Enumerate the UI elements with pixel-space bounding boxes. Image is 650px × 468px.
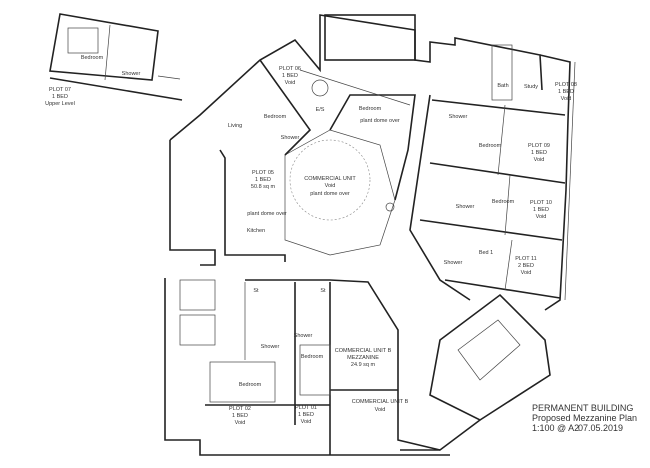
plot07-bedroom-label: Bedroom <box>81 55 104 61</box>
plot06-bedroom-label: Bedroom <box>359 106 382 112</box>
lower-block-walls <box>164 278 450 456</box>
plot11-status: Void <box>521 270 532 276</box>
plot11-beds: 2 BED <box>518 263 534 269</box>
commercial-unit-title: COMMERCIAL UNIT <box>304 176 356 182</box>
plot05-area: 50.8 sq m <box>251 184 276 190</box>
plot10-title: PLOT 10 <box>530 200 552 206</box>
plot11-shower-label: Shower <box>444 260 463 266</box>
plot05-beds: 1 BED <box>255 177 271 183</box>
plot01-title: PLOT 01 <box>295 405 317 411</box>
title-block-date: 07.05.2019 <box>578 423 623 433</box>
plot07-title: PLOT 07 <box>49 87 71 93</box>
plot02-beds: 1 BED <box>232 413 248 419</box>
plot08-study-label: Study <box>524 84 538 90</box>
plot07-level: Upper Level <box>45 101 75 107</box>
commercial-unit-b-mezz-line1: COMMERCIAL UNIT B <box>335 348 392 354</box>
title-block-line2: Proposed Mezzanine Plan <box>532 413 637 423</box>
plot05-title: PLOT 05 <box>252 170 274 176</box>
plot10-status: Void <box>536 214 547 220</box>
plot01-st-label: St <box>320 288 326 294</box>
commercial-unit-plant: plant dome over <box>310 191 350 197</box>
plot05-living-label: Living <box>228 123 242 129</box>
title-block-scale: 1:100 @ A2 <box>532 423 579 433</box>
commercial-unit-b-title: COMMERCIAL UNIT B <box>352 399 409 405</box>
angled-block-walls <box>400 293 551 451</box>
plot02-status: Void <box>235 420 246 426</box>
plot10-beds: 1 BED <box>533 207 549 213</box>
plot09-title: PLOT 09 <box>528 143 550 149</box>
plot06-es-label: E/S <box>316 107 325 113</box>
plot01-status: Void <box>301 419 312 425</box>
plot11-bed1-label: Bed 1 <box>479 250 493 256</box>
plot02-title: PLOT 02 <box>229 406 251 412</box>
plot05-kitchen-label: Kitchen <box>247 228 265 234</box>
plot06-title: PLOT 06 <box>279 66 301 72</box>
plot02-shower-label: Shower <box>261 344 280 350</box>
plot01-beds: 1 BED <box>298 412 314 418</box>
plot02-st-label: St <box>253 288 259 294</box>
plot01-bedroom-label: Bedroom <box>301 354 324 360</box>
plot01-shower-label: Shower <box>294 333 313 339</box>
plot05-plant-label: plant dome over <box>247 211 287 217</box>
plot-07-walls <box>49 13 183 101</box>
plot05-bedroom-label: Bedroom <box>264 114 287 120</box>
plot07-beds: 1 BED <box>52 94 68 100</box>
plot11-title: PLOT 11 <box>515 256 537 262</box>
right-wing-walls <box>409 44 576 311</box>
plot08-title: PLOT 08 <box>555 82 577 88</box>
plot08-beds: 1 BED <box>558 89 574 95</box>
main-building-walls <box>169 14 543 266</box>
plot08-status: Void <box>561 96 572 102</box>
plot09-shower-label: Shower <box>449 114 468 120</box>
title-block-line1: PERMANENT BUILDING <box>532 403 633 413</box>
plot08-bath-label: Bath <box>497 83 508 89</box>
plot09-beds: 1 BED <box>531 150 547 156</box>
plot06-status: Void <box>285 80 296 86</box>
plot06-plant-label: plant dome over <box>360 118 400 124</box>
commercial-unit-b-mezz-line2: MEZZANINE <box>347 355 379 361</box>
plot10-shower-label: Shower <box>456 204 475 210</box>
commercial-unit-b-status: Void <box>375 407 386 413</box>
plot10-bedroom-label: Bedroom <box>492 199 515 205</box>
commercial-unit-status: Void <box>325 183 336 189</box>
plot09-status: Void <box>534 157 545 163</box>
commercial-unit-b-mezz-area: 24.9 sq m <box>351 362 376 368</box>
plot07-shower-label: Shower <box>122 71 141 77</box>
plot05-shower-label: Shower <box>281 135 300 141</box>
plot06-beds: 1 BED <box>282 73 298 79</box>
plot09-bedroom-label: Bedroom <box>479 143 502 149</box>
plot02-bedroom-label: Bedroom <box>239 382 262 388</box>
